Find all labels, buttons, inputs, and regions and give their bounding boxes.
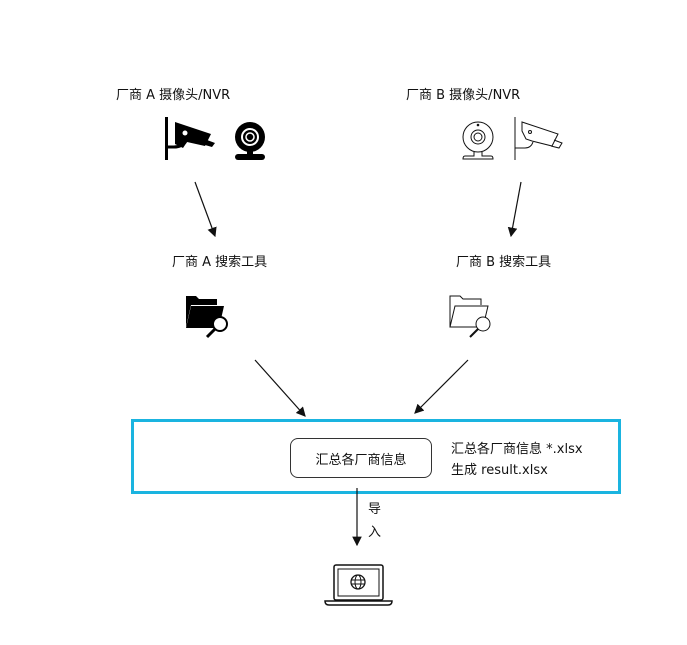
vendor-b-tool-label: 厂商 B 搜索工具 xyxy=(456,255,552,270)
aggregation-group xyxy=(131,419,621,494)
merge-process-box: 汇总各厂商信息 xyxy=(290,438,432,478)
laptop-web-icon xyxy=(324,564,393,606)
arrow-b-tool-to-hub xyxy=(414,359,469,414)
import-label-1: 导 xyxy=(368,502,382,517)
hub-note-input: 汇总各厂商信息 *.xlsx xyxy=(451,442,583,457)
webcam-icon xyxy=(462,121,494,160)
cctv-camera-icon xyxy=(514,117,563,160)
vendor-a-devices-label: 厂商 A 摄像头/NVR xyxy=(116,88,231,103)
hub-note-output: 生成 result.xlsx xyxy=(451,463,548,478)
merge-process-label: 汇总各厂商信息 xyxy=(315,452,407,468)
webcam-icon xyxy=(235,122,265,160)
import-label-2: 入 xyxy=(368,525,382,540)
arrow-a-devices-to-tool xyxy=(194,181,217,238)
arrow-b-devices-to-tool xyxy=(507,181,522,238)
vendor-b-devices-label: 厂商 B 摄像头/NVR xyxy=(406,88,521,103)
vendor-a-tool-label: 厂商 A 搜索工具 xyxy=(172,255,268,270)
folder-search-icon xyxy=(449,295,491,338)
cctv-camera-icon xyxy=(165,117,215,160)
arrow-a-tool-to-hub xyxy=(254,359,306,417)
folder-search-icon xyxy=(186,296,228,339)
